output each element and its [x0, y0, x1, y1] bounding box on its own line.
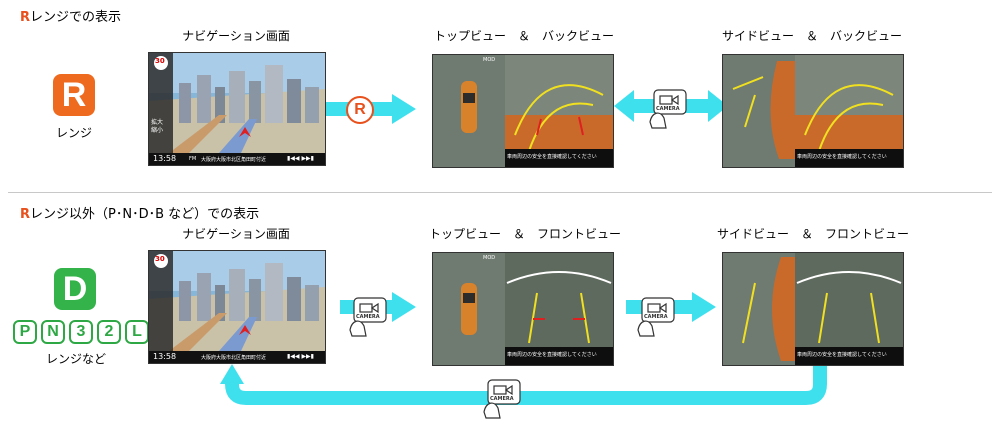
- camera-warning-2: 車両周辺の安全を直接確認してください: [797, 154, 887, 160]
- camera-screen-top-back: MOD 車両周辺の安全を直接確認してください: [432, 54, 614, 168]
- nav-transport-icons[interactable]: ▮◀◀ ▶▶▮: [287, 155, 314, 162]
- gear-2: 2: [97, 320, 121, 344]
- camera-label-1: CAMERA: [656, 106, 680, 112]
- nav-time-2: 13:58: [153, 352, 177, 361]
- camera-button-3: CAMERA: [634, 296, 678, 337]
- camera-button-1: CAMERA: [646, 88, 690, 129]
- nav-time: 13:58: [153, 154, 177, 163]
- r-gear-label: レンジ: [55, 126, 92, 140]
- mod-label-2: MOD: [483, 255, 496, 261]
- section-other-title: Rレンジ以外（P･N･D･B など）での表示: [20, 203, 259, 222]
- camera-screen-top-front: MOD 車両周辺の安全を直接確認してください: [432, 252, 614, 366]
- nav-address-2: 大阪府大阪市北区角田町付近: [201, 355, 267, 361]
- camera-label-3: CAMERA: [644, 314, 668, 320]
- section-r-title: Rレンジでの表示: [20, 6, 121, 25]
- speed-badge: 30: [155, 57, 165, 65]
- nav-side-btn-1[interactable]: 拡大: [151, 119, 164, 126]
- r-circle-button: R: [346, 96, 374, 124]
- camera-warning: 車両周辺の安全を直接確認してください: [507, 154, 597, 160]
- navigation-screen-r: 30 拡大 縮小 13:58 大阪府大阪市北区角田町付近 FM ▮◀◀ ▶▶▮: [148, 52, 326, 166]
- d-gear-badge: D: [54, 268, 96, 310]
- caption-top-front: トップビュー ＆ フロントビュー: [428, 227, 621, 241]
- nav-address: 大阪府大阪市北区角田町付近: [201, 157, 267, 163]
- r-gear-badge: R: [53, 74, 95, 116]
- small-gears-row: P N 3 2 L: [13, 320, 149, 344]
- title-r-rest: レンジでの表示: [30, 10, 122, 25]
- nav-side-btn-2[interactable]: 縮小: [151, 127, 164, 134]
- camera-button-2: CAMERA: [346, 296, 390, 337]
- other-gear-label: レンジなど: [45, 352, 106, 366]
- caption-top-back: トップビュー ＆ バックビュー: [433, 29, 614, 43]
- gear-n: N: [41, 320, 65, 344]
- speed-badge-2: 30: [155, 255, 165, 263]
- section-divider: [8, 192, 992, 193]
- caption-nav-2: ナビゲーション画面: [182, 227, 290, 241]
- return-arrow-to-nav: [220, 364, 827, 405]
- caption-side-back: サイドビュー ＆ バックビュー: [721, 29, 902, 43]
- gear-3: 3: [69, 320, 93, 344]
- caption-nav-1: ナビゲーション画面: [182, 29, 290, 43]
- camera-warning-4: 車両周辺の安全を直接確認してください: [797, 352, 887, 358]
- camera-warning-3: 車両周辺の安全を直接確認してください: [507, 352, 597, 358]
- camera-screen-side-back: 車両周辺の安全を直接確認してください: [722, 54, 904, 168]
- camera-button-4: CAMERA: [480, 378, 524, 419]
- title-other-rest: レンジ以外（P･N･D･B など）での表示: [30, 207, 260, 222]
- mod-label: MOD: [483, 57, 496, 63]
- title-other-r-letter: R: [20, 207, 31, 222]
- nav-mode: FM: [189, 156, 197, 162]
- camera-label-4: CAMERA: [490, 396, 514, 402]
- caption-side-front: サイドビュー ＆ フロントビュー: [716, 227, 909, 241]
- camera-screen-side-front: 車両周辺の安全を直接確認してください: [722, 252, 904, 366]
- camera-label-2: CAMERA: [356, 314, 380, 320]
- gear-l: L: [125, 320, 149, 344]
- nav-transport-icons-2[interactable]: ▮◀◀ ▶▶▮: [287, 353, 314, 360]
- nav-side-buttons: 拡大 縮小: [151, 119, 171, 135]
- navigation-screen-other: 30 13:58 大阪府大阪市北区角田町付近 ▮◀◀ ▶▶▮: [148, 250, 326, 364]
- gear-p: P: [13, 320, 37, 344]
- title-r-letter: R: [20, 10, 31, 25]
